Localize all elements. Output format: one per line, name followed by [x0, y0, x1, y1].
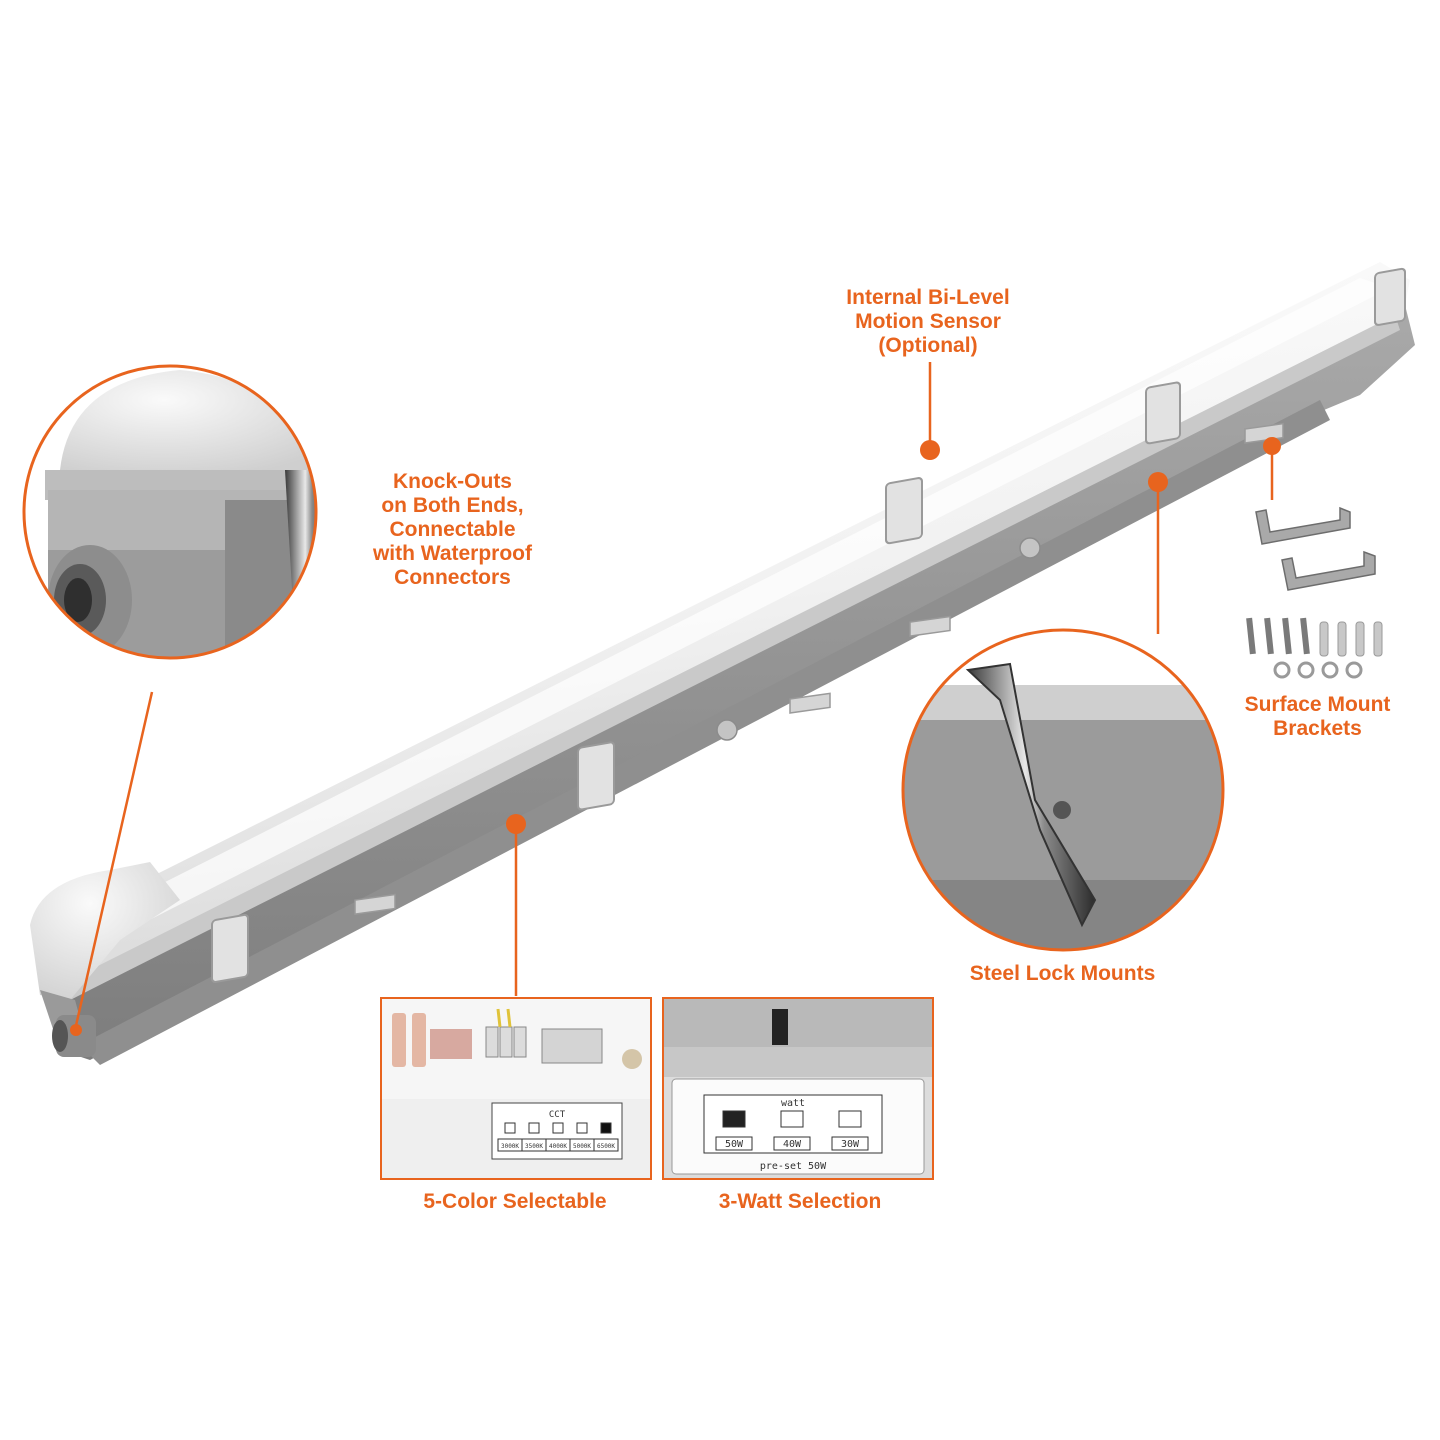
cct-option-box	[600, 1122, 612, 1134]
cct-option-cell	[593, 1138, 619, 1152]
watt-option-cell	[831, 1136, 869, 1151]
end-cap-zoom	[24, 366, 316, 658]
watt-option-label: 50W	[725, 1139, 744, 1150]
watt-option-label: 30W	[841, 1139, 860, 1150]
knockouts-line-1: Knock-Outs	[392, 470, 512, 493]
cct-option-label: 4000K	[549, 1143, 567, 1150]
steel-clip-zoom	[903, 630, 1223, 950]
motion-sensor-line-1: Internal Bi-Level	[846, 286, 1010, 309]
watt-option-box	[780, 1110, 804, 1128]
surface-mount-line-2: Brackets	[1273, 717, 1362, 740]
watt-option-label: 40W	[783, 1139, 802, 1150]
knockouts-line-4: with Waterproof	[372, 542, 533, 565]
cct-option-label: 5000K	[573, 1143, 591, 1150]
steel-clips	[211, 267, 1406, 983]
cct-option-label: 3500K	[525, 1143, 543, 1150]
watt-option-box	[838, 1110, 862, 1128]
motion-sensor-line-2: Motion Sensor	[855, 310, 1001, 333]
watt-selector-inset: watt 50W 40W 30W pre-set 50W	[662, 997, 934, 1180]
left-end-cap	[30, 862, 180, 1000]
cct-option-box	[528, 1122, 540, 1134]
knockouts-line-2: on Both Ends,	[381, 494, 524, 517]
watt-option-cell	[773, 1136, 811, 1151]
watt-option-box	[722, 1110, 746, 1128]
cct-header: CCT	[549, 1110, 566, 1120]
surface-mount-line-1: Surface Mount	[1244, 693, 1391, 716]
color-select-label: 5-Color Selectable	[423, 1190, 607, 1213]
cct-option-label: 6500K	[597, 1143, 615, 1150]
knockouts-line-5: Connectors	[394, 566, 511, 589]
surface-mount-label: Surface Mount Brackets	[1215, 693, 1420, 741]
motion-sensor-label: Internal Bi-Level Motion Sensor (Optiona…	[808, 286, 1048, 358]
cct-option-label: 3000K	[501, 1143, 519, 1150]
knockouts-line-3: Connectable	[389, 518, 516, 541]
knockouts-label: Knock-Outs on Both Ends, Connectable wit…	[350, 470, 555, 590]
steel-clip-zoom-ring	[901, 628, 1225, 952]
callout-lines	[73, 362, 1274, 1031]
cct-option-box	[552, 1122, 564, 1134]
end-cap-zoom-ring	[22, 364, 318, 660]
cct-option-box	[504, 1122, 516, 1134]
callout-dots	[506, 437, 1281, 834]
watt-select-label: 3-Watt Selection	[718, 1190, 882, 1213]
cct-option-box	[576, 1122, 588, 1134]
motion-sensor-line-3: (Optional)	[878, 334, 978, 357]
cct-selector-inset: CCT 3000K 3500K 4000K 5000K 6500K	[380, 997, 652, 1180]
bracket-kit	[1246, 506, 1383, 679]
watt-preset: pre-set 50W	[760, 1161, 827, 1172]
watt-option-cell	[715, 1136, 753, 1151]
watt-header: watt	[781, 1098, 805, 1109]
steel-lock-label: Steel Lock Mounts	[969, 962, 1156, 985]
